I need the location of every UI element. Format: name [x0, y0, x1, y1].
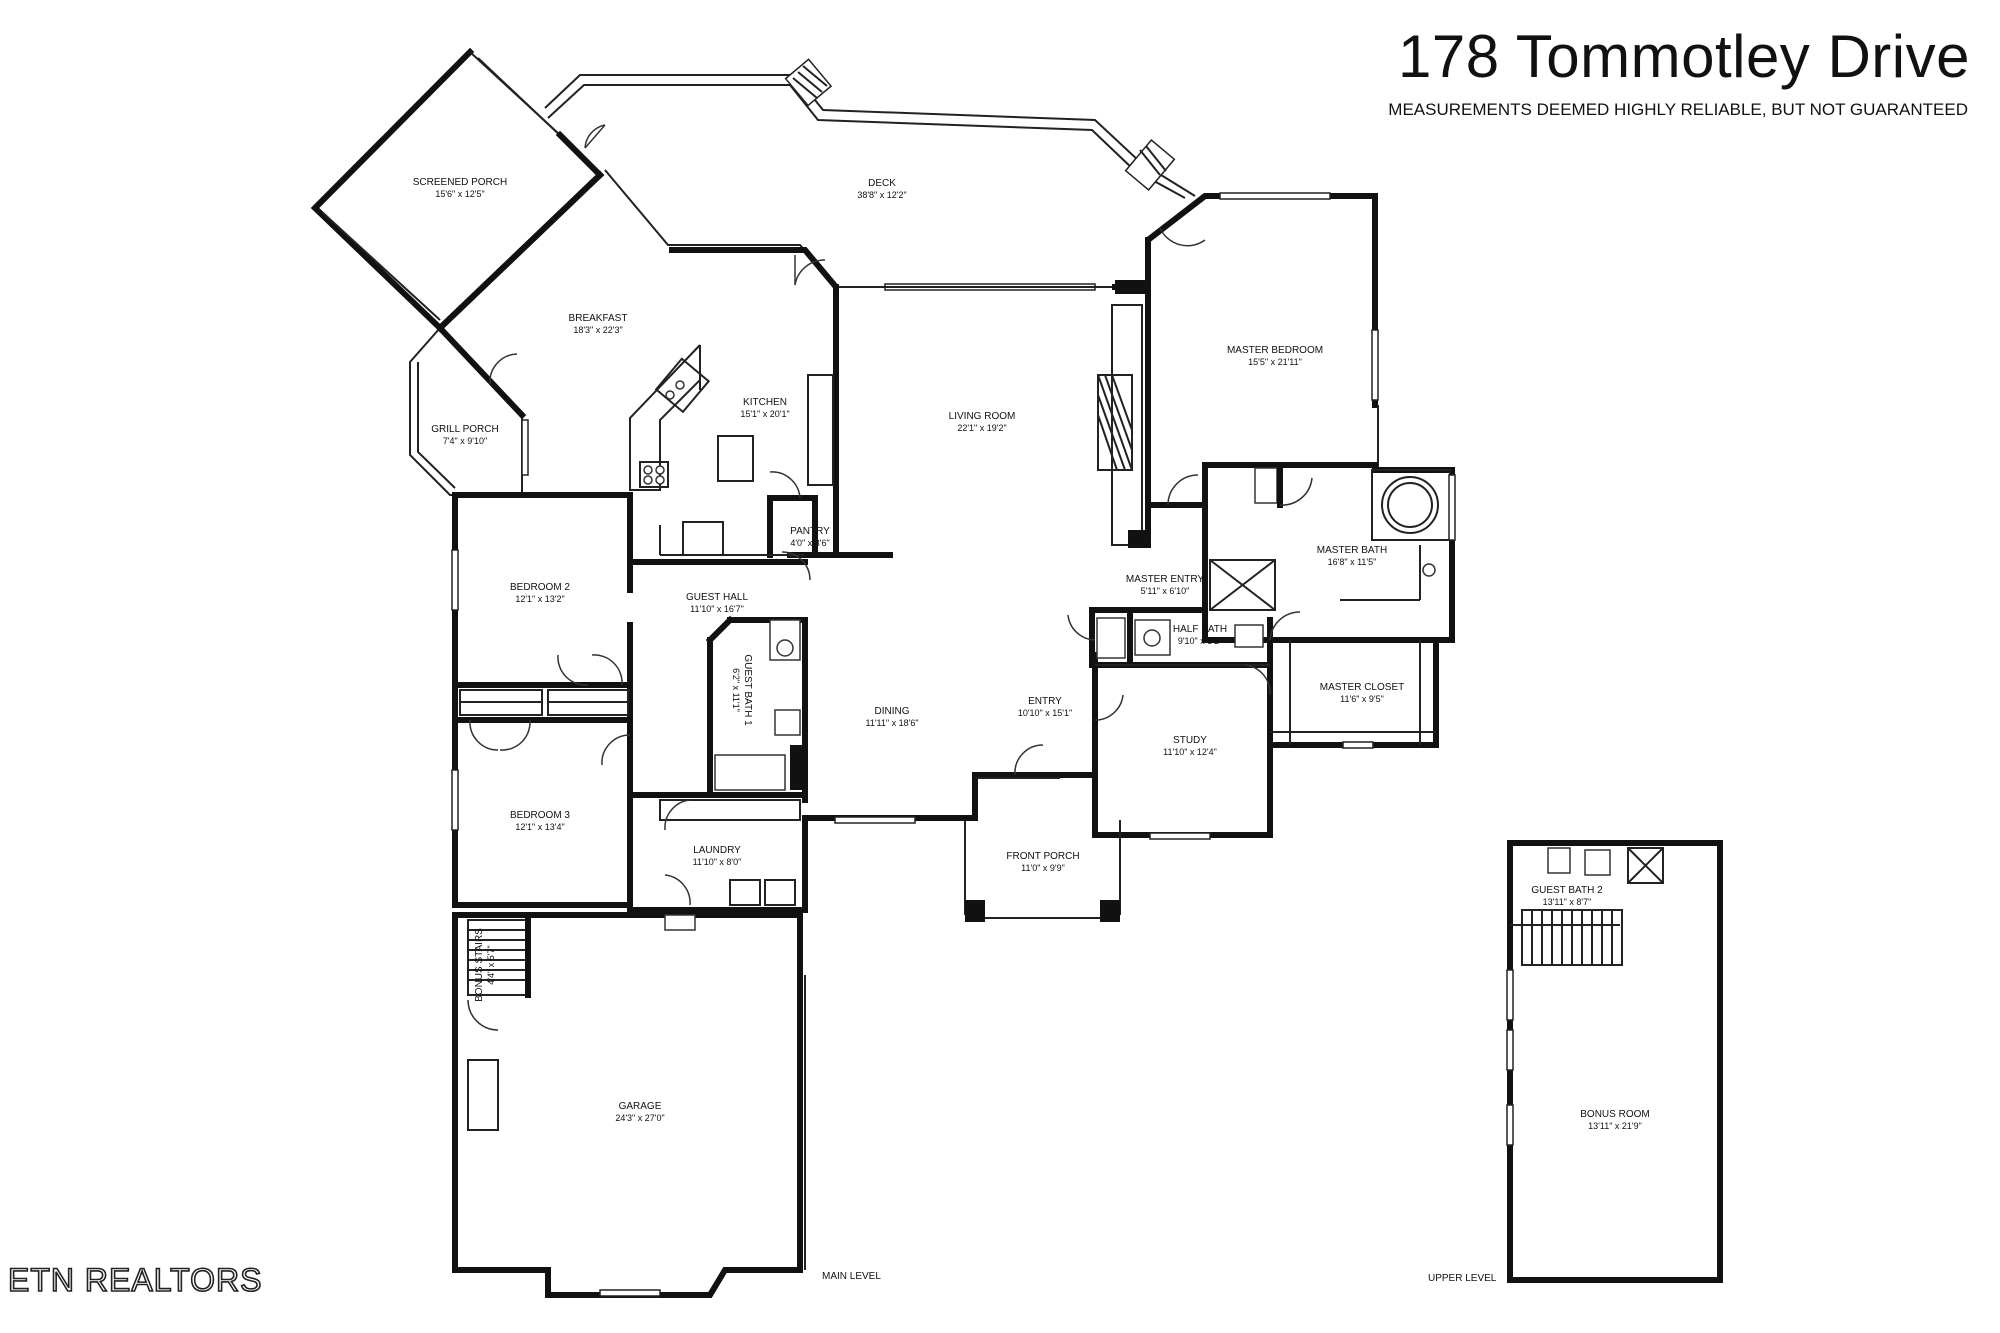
svg-text:13'11" x 21'9": 13'11" x 21'9": [1588, 1121, 1642, 1131]
svg-text:4'0" x 3'6": 4'0" x 3'6": [790, 538, 829, 548]
windows: [451, 192, 1456, 840]
svg-text:6'2" x 11'1": 6'2" x 11'1": [731, 668, 741, 712]
svg-text:LAUNDRY: LAUNDRY: [693, 845, 741, 856]
svg-text:GRILL PORCH: GRILL PORCH: [431, 424, 498, 435]
svg-text:BONUS STAIRS: BONUS STAIRS: [474, 928, 485, 1002]
svg-text:FRONT PORCH: FRONT PORCH: [1006, 851, 1079, 862]
room-label-master-bath: MASTER BATH 16'8" x 11'5": [1317, 545, 1387, 567]
upper-level-label: UPPER LEVEL: [1428, 1273, 1497, 1284]
svg-text:BEDROOM 3: BEDROOM 3: [510, 810, 570, 821]
room-label-study: STUDY 11'10" x 12'4": [1163, 735, 1217, 757]
svg-text:BONUS ROOM: BONUS ROOM: [1580, 1109, 1649, 1120]
room-label-grill-porch: GRILL PORCH 7'4" x 9'10": [431, 424, 498, 446]
room-label-entry: ENTRY 10'10" x 15'1": [1018, 696, 1072, 718]
svg-text:MASTER CLOSET: MASTER CLOSET: [1320, 682, 1404, 693]
room-label-guest-bath-1: GUEST BATH 1 6'2" x 11'1": [731, 654, 753, 726]
svg-text:DECK: DECK: [868, 178, 896, 189]
room-label-breakfast: BREAKFAST 18'3" x 22'3": [569, 313, 628, 335]
svg-text:11'11" x 18'6": 11'11" x 18'6": [865, 718, 918, 728]
svg-text:PANTRY: PANTRY: [790, 526, 830, 537]
svg-text:MASTER ENTRY: MASTER ENTRY: [1126, 574, 1204, 585]
svg-text:11'0" x 9'9": 11'0" x 9'9": [1021, 863, 1065, 873]
svg-text:22'1" x 19'2": 22'1" x 19'2": [957, 423, 1006, 433]
svg-text:9'10" x 3'2": 9'10" x 3'2": [1178, 636, 1222, 646]
svg-text:38'8" x 12'2": 38'8" x 12'2": [857, 190, 906, 200]
brand-logo: ETN REALTORS: [7, 1261, 263, 1299]
svg-text:5'11" x 6'10": 5'11" x 6'10": [1141, 586, 1190, 596]
room-label-guest-bath-2: GUEST BATH 2 13'11" x 8'7": [1531, 885, 1603, 907]
svg-text:HALF BATH: HALF BATH: [1173, 624, 1227, 635]
svg-text:GARAGE: GARAGE: [619, 1101, 662, 1112]
measurement-disclaimer: MEASUREMENTS DEEMED HIGHLY RELIABLE, BUT…: [1388, 100, 1968, 119]
svg-text:GUEST HALL: GUEST HALL: [686, 592, 748, 603]
main-level-label: MAIN LEVEL: [822, 1271, 881, 1282]
svg-text:BREAKFAST: BREAKFAST: [569, 313, 628, 324]
svg-text:MASTER BATH: MASTER BATH: [1317, 545, 1387, 556]
room-label-dining: DINING 11'11" x 18'6": [865, 706, 918, 728]
room-label-master-closet: MASTER CLOSET 11'6" x 9'5": [1320, 682, 1404, 704]
svg-text:GUEST BATH 1: GUEST BATH 1: [742, 654, 753, 726]
svg-text:SCREENED PORCH: SCREENED PORCH: [413, 177, 507, 188]
room-label-bedroom-2: BEDROOM 2 12'1" x 13'2": [510, 582, 570, 604]
room-label-screened-porch: SCREENED PORCH 15'6" x 12'5": [413, 177, 507, 199]
room-label-master-entry: MASTER ENTRY 5'11" x 6'10": [1126, 574, 1204, 596]
svg-text:15'5" x 21'11": 15'5" x 21'11": [1248, 357, 1302, 367]
room-label-guest-hall: GUEST HALL 11'10" x 16'7": [686, 592, 748, 614]
svg-text:16'8" x 11'5": 16'8" x 11'5": [1328, 557, 1377, 567]
svg-text:BEDROOM 2: BEDROOM 2: [510, 582, 570, 593]
svg-text:MASTER BEDROOM: MASTER BEDROOM: [1227, 345, 1323, 356]
svg-text:DINING: DINING: [875, 706, 910, 717]
svg-text:STUDY: STUDY: [1173, 735, 1207, 746]
svg-text:13'11" x 8'7": 13'11" x 8'7": [1543, 897, 1592, 907]
svg-text:24'3" x 27'0": 24'3" x 27'0": [615, 1113, 664, 1123]
svg-text:4'4" x 5'7": 4'4" x 5'7": [486, 945, 496, 984]
svg-text:7'4" x 9'10": 7'4" x 9'10": [443, 436, 487, 446]
svg-text:ENTRY: ENTRY: [1028, 696, 1062, 707]
svg-text:11'6" x 9'5": 11'6" x 9'5": [1340, 694, 1384, 704]
deck-outline: [544, 58, 1196, 286]
room-label-master-bedroom: MASTER BEDROOM 15'5" x 21'11": [1227, 345, 1323, 367]
interior-walls: [452, 237, 1451, 1298]
room-label-deck: DECK 38'8" x 12'2": [857, 178, 906, 200]
upper-level-plan: [1506, 840, 1723, 1283]
room-label-living-room: LIVING ROOM 22'1" x 19'2": [949, 411, 1016, 433]
svg-text:15'1" x 20'1": 15'1" x 20'1": [740, 409, 789, 419]
room-label-bonus-room: BONUS ROOM 13'11" x 21'9": [1580, 1109, 1649, 1131]
room-label-front-porch: FRONT PORCH 11'0" x 9'9": [1006, 851, 1079, 873]
svg-text:11'10" x 12'4": 11'10" x 12'4": [1163, 747, 1217, 757]
svg-text:15'6" x 12'5": 15'6" x 12'5": [435, 189, 484, 199]
door-swings: [467, 227, 1313, 1031]
svg-text:10'10" x 15'1": 10'10" x 15'1": [1018, 708, 1072, 718]
property-address-title: 178 Tommotley Drive: [1398, 23, 1970, 90]
room-label-bonus-stairs: BONUS STAIRS 4'4" x 5'7": [474, 928, 496, 1002]
room-label-bedroom-3: BEDROOM 3 12'1" x 13'4": [510, 810, 570, 832]
room-label-kitchen: KITCHEN 15'1" x 20'1": [740, 397, 789, 419]
room-label-garage: GARAGE 24'3" x 27'0": [615, 1101, 664, 1123]
svg-text:LIVING ROOM: LIVING ROOM: [949, 411, 1016, 422]
room-label-laundry: LAUNDRY 11'10" x 8'0": [693, 845, 742, 867]
svg-text:GUEST BATH 2: GUEST BATH 2: [1531, 885, 1603, 896]
svg-text:11'10" x 16'7": 11'10" x 16'7": [690, 604, 744, 614]
svg-text:18'3" x 22'3": 18'3" x 22'3": [573, 325, 622, 335]
svg-text:12'1" x 13'4": 12'1" x 13'4": [515, 822, 564, 832]
svg-text:12'1" x 13'2": 12'1" x 13'2": [515, 594, 564, 604]
svg-text:11'10" x 8'0": 11'10" x 8'0": [693, 857, 742, 867]
svg-text:KITCHEN: KITCHEN: [743, 397, 787, 408]
room-label-pantry: PANTRY 4'0" x 3'6": [790, 526, 830, 548]
grill-porch-outline: [409, 323, 527, 496]
room-label-half-bath: HALF BATH 9'10" x 3'2": [1173, 624, 1227, 646]
